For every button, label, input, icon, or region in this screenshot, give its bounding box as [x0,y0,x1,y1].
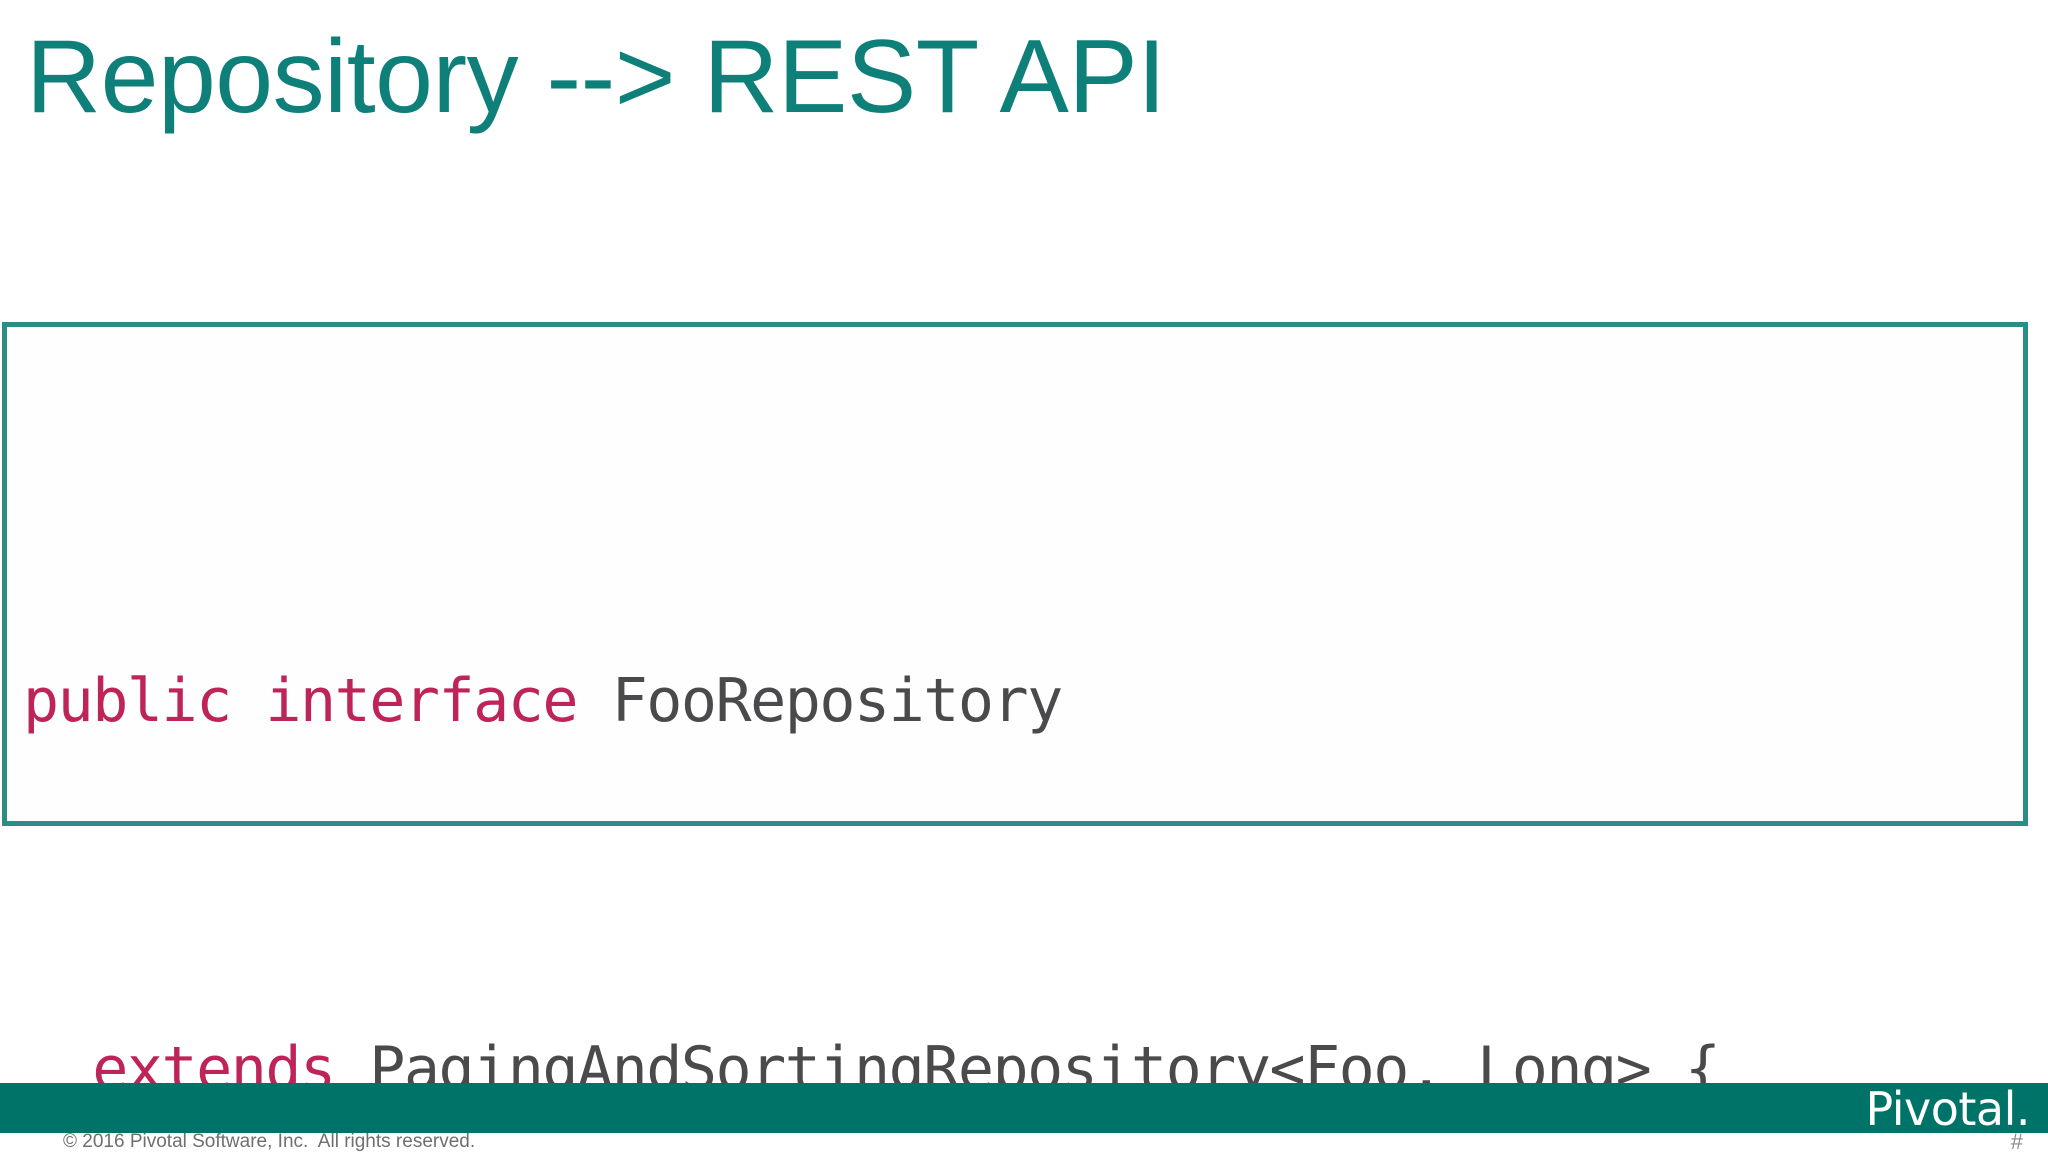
code-content: public interface FooRepository extends P… [23,379,2019,1152]
pivotal-logo: Pivotal. [1865,1082,2030,1136]
footer-bar [0,1083,2048,1133]
page-title: Repository --> REST API [26,19,1166,135]
page-number: # [2010,1129,2023,1152]
code-block: public interface FooRepository extends P… [2,322,2028,1104]
copyright-text: © 2016 Pivotal Software, Inc. All rights… [63,1131,476,1152]
code-keyword: public interface [23,666,578,736]
code-text: FooRepository [576,666,1064,736]
code-line: public interface FooRepository [23,655,2019,747]
